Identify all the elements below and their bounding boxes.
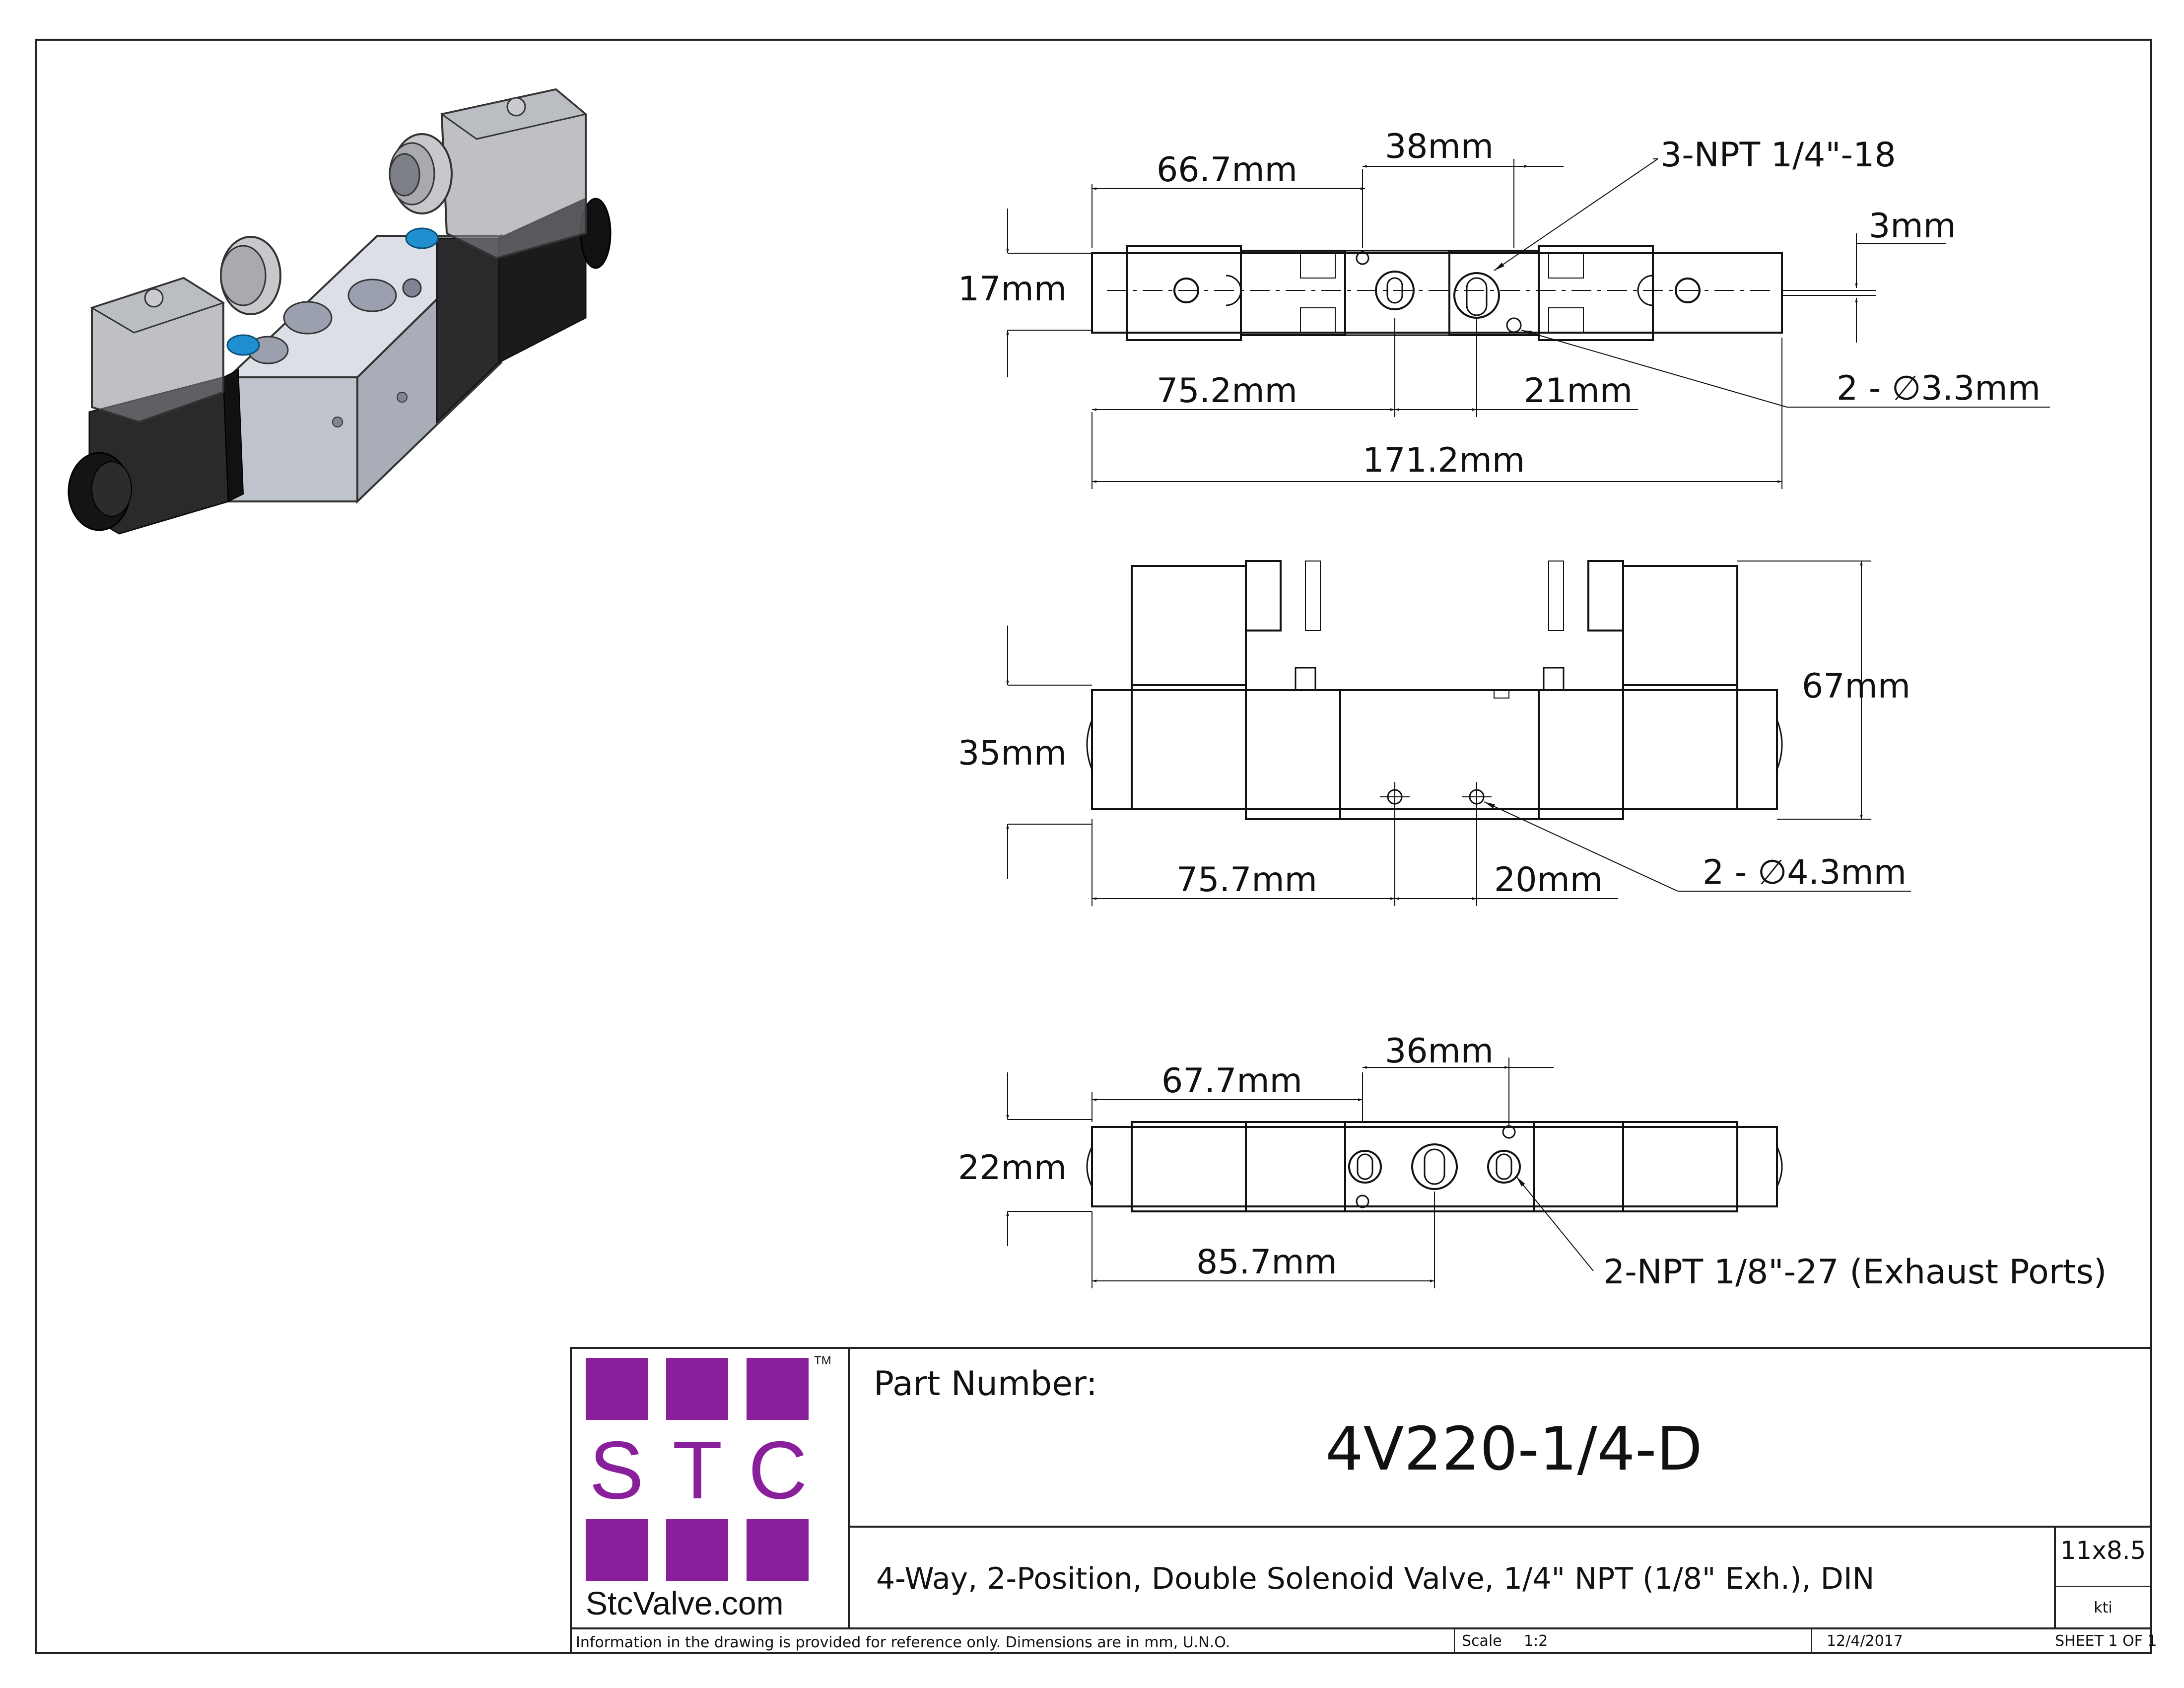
logo-letter-s: S bbox=[589, 1424, 644, 1516]
logo-square bbox=[747, 1358, 809, 1420]
front-view bbox=[1086, 560, 1783, 820]
logo-square bbox=[586, 1358, 648, 1420]
title-block-text: Part Number: 4V220-1/4-D 4-Way, 2-Positi… bbox=[576, 1364, 2157, 1651]
front-view-labels: 67mm 35mm 75.7mm 20mm 2 - ∅4.3mm bbox=[958, 667, 1911, 900]
top-view-dimensions bbox=[1006, 158, 2050, 489]
dim-3: 3mm bbox=[1869, 207, 1956, 246]
holes-callout-top: 2 - ∅3.3mm bbox=[1837, 369, 2041, 408]
dim-17: 17mm bbox=[958, 270, 1067, 309]
part-number-label: Part Number: bbox=[874, 1364, 1097, 1404]
exhaust-callout: 2-NPT 1/8"-27 (Exhaust Ports) bbox=[1603, 1253, 2107, 1292]
stc-logo: S T C TM StcValve.com bbox=[586, 1354, 831, 1621]
logo-square bbox=[666, 1519, 728, 1581]
dim-35: 35mm bbox=[958, 734, 1067, 773]
drawn-by: kti bbox=[2094, 1599, 2112, 1617]
logo-letter-c: C bbox=[748, 1424, 807, 1516]
dim-20: 20mm bbox=[1494, 860, 1603, 900]
holes-callout-front: 2 - ∅4.3mm bbox=[1703, 853, 1907, 892]
top-view bbox=[1091, 245, 1783, 341]
dim-171-2: 171.2mm bbox=[1363, 441, 1525, 480]
dim-66-7: 66.7mm bbox=[1157, 150, 1297, 190]
dim-85-7: 85.7mm bbox=[1196, 1243, 1337, 1282]
isometric-valve-view bbox=[68, 88, 612, 535]
scale-value: 1:2 bbox=[1524, 1632, 1548, 1650]
dim-38: 38mm bbox=[1385, 127, 1494, 166]
info-note: Information in the drawing is provided f… bbox=[576, 1634, 1230, 1651]
front-view-dimensions bbox=[1006, 561, 1911, 906]
bottom-view-dimensions bbox=[1006, 1057, 1594, 1288]
top-view-labels: 66.7mm 38mm 3-NPT 1/4"-18 3mm 17mm 75.2m… bbox=[958, 127, 2041, 480]
dim-22: 22mm bbox=[958, 1148, 1067, 1188]
dim-67-7: 67.7mm bbox=[1161, 1061, 1302, 1101]
scale-label: Scale bbox=[1462, 1632, 1502, 1650]
dim-75-2: 75.2mm bbox=[1157, 371, 1297, 411]
thread-callout: 3-NPT 1/4"-18 bbox=[1660, 136, 1896, 175]
logo-trademark: TM bbox=[814, 1354, 831, 1367]
logo-square bbox=[666, 1358, 728, 1420]
part-description: 4-Way, 2-Position, Double Solenoid Valve… bbox=[876, 1561, 1874, 1596]
bottom-view-labels: 36mm 67.7mm 22mm 85.7mm 2-NPT 1/8"-27 (E… bbox=[958, 1032, 2107, 1292]
dim-21: 21mm bbox=[1524, 371, 1633, 411]
drawing-date: 12/4/2017 bbox=[1827, 1632, 1903, 1650]
title-block bbox=[570, 1347, 2152, 1654]
sheet-size: 11x8.5 bbox=[2060, 1536, 2146, 1565]
sheet-number: SHEET 1 OF 1 bbox=[2055, 1632, 2157, 1650]
dim-67: 67mm bbox=[1802, 667, 1911, 706]
dim-75-7: 75.7mm bbox=[1176, 860, 1317, 900]
logo-letter-t: T bbox=[673, 1424, 723, 1516]
dim-36: 36mm bbox=[1385, 1032, 1494, 1071]
logo-square bbox=[747, 1519, 809, 1581]
part-number: 4V220-1/4-D bbox=[1325, 1415, 1703, 1484]
logo-square bbox=[586, 1519, 648, 1581]
logo-website: StcValve.com bbox=[586, 1585, 784, 1621]
